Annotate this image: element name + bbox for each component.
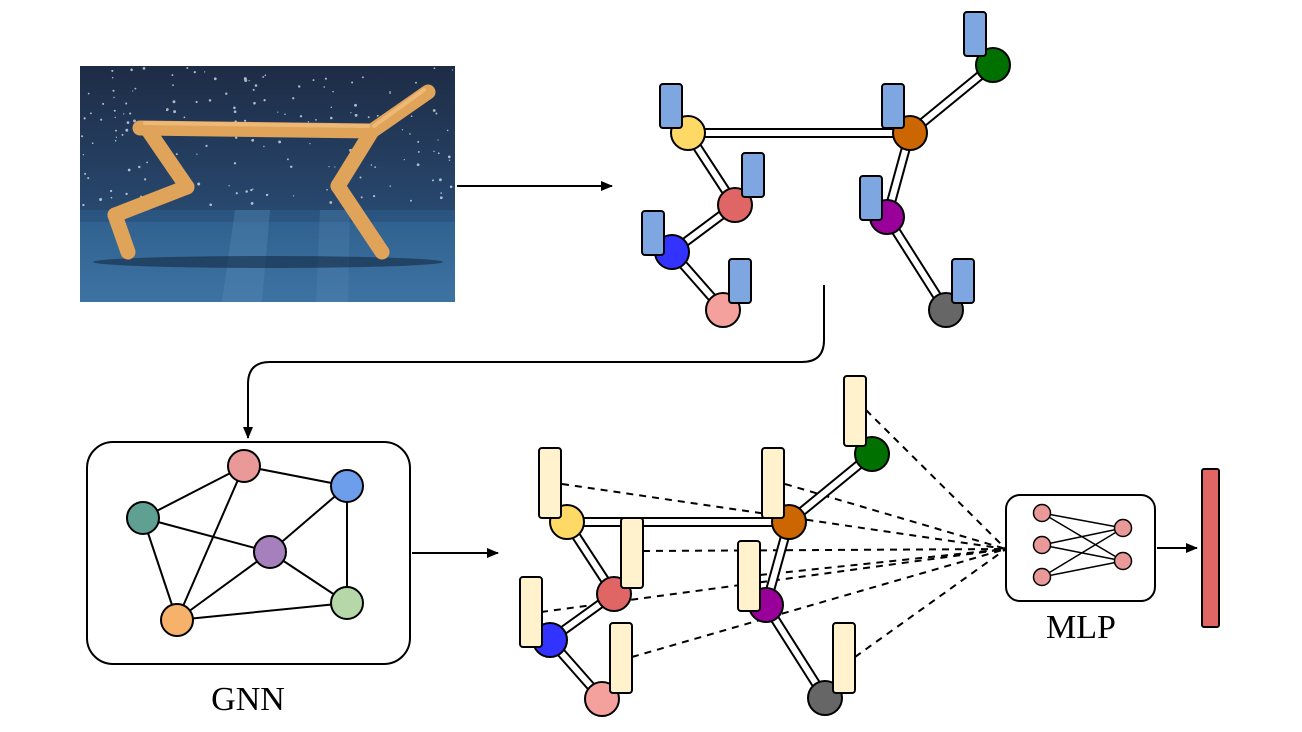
arrow-graph-to-gnn [243, 285, 825, 439]
mlp-input-node-2 [1032, 535, 1052, 555]
mlp-input-node-1 [1032, 503, 1052, 523]
gnn-node-orange [160, 603, 194, 637]
gnn-module [86, 441, 411, 665]
cheetah-body [107, 84, 436, 260]
morphology-graph-top [641, 11, 1011, 328]
gnn-node-purple [253, 535, 287, 569]
gnn-node-teal [126, 501, 160, 535]
morphology-graph-bottom [519, 375, 1007, 717]
double-edges [667, 60, 998, 315]
output-vector-bar [1201, 468, 1220, 628]
gnn-node-green [330, 586, 364, 620]
mlp-output-node-2 [1113, 551, 1133, 571]
mlp-output-node-1 [1113, 518, 1133, 538]
mlp-input-node-3 [1032, 567, 1052, 587]
gnn-node-blue [330, 469, 364, 503]
mlp-label: MLP [1046, 609, 1116, 646]
node-features-blue [641, 11, 987, 304]
mlp-module [1005, 494, 1156, 602]
gnn-label: GNN [211, 681, 285, 718]
node-embeddings-cream [519, 375, 867, 694]
cheetah-render-image [80, 66, 455, 302]
gnn-node-pink [227, 449, 261, 483]
